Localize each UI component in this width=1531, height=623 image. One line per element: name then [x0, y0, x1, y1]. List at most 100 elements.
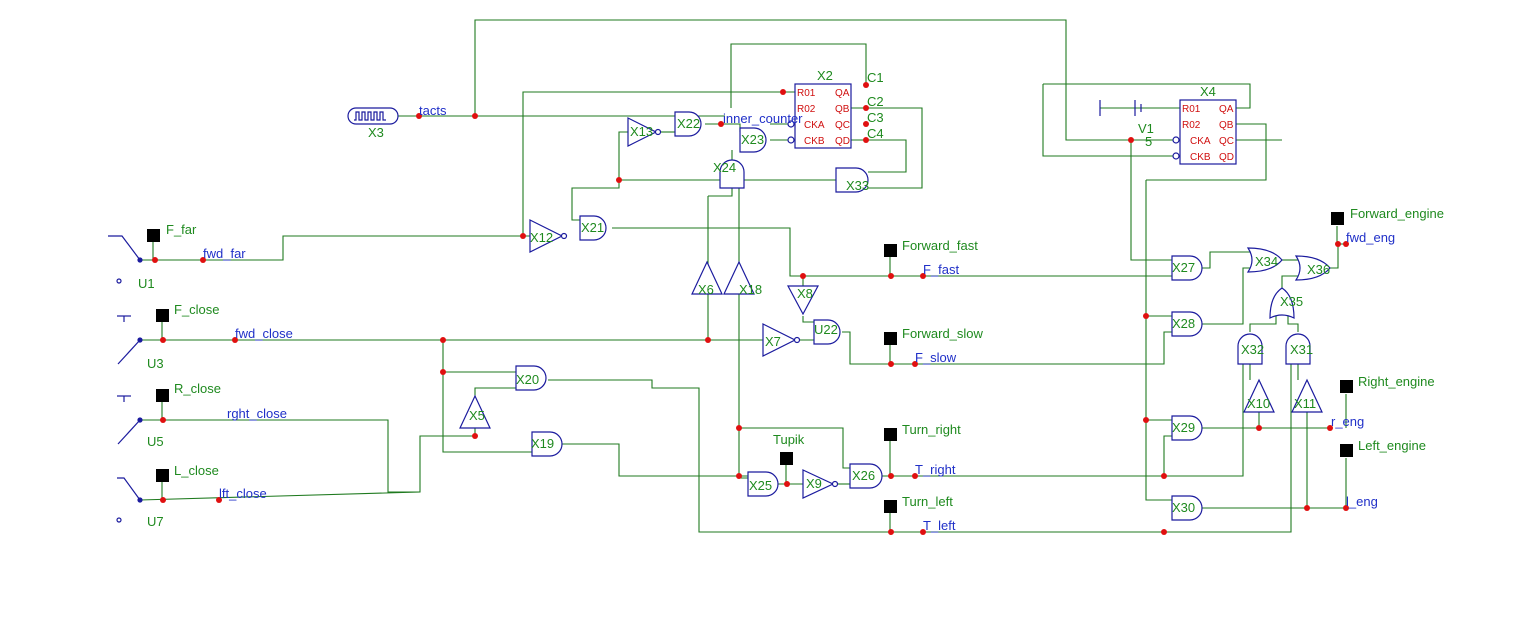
counter-chip-x4: R01 R02 CKA CKB QA QB QC QD	[1172, 99, 1237, 165]
label-x30: X30	[1172, 500, 1195, 515]
net-rght-close: rght_close	[227, 406, 287, 421]
label-forward-slow: Forward_slow	[902, 326, 984, 341]
pin-r02: R02	[797, 104, 816, 115]
pin-qa: QA	[1219, 104, 1234, 115]
label-v1: V1	[1138, 121, 1154, 136]
pin-r01: R01	[797, 88, 816, 99]
gate-x9	[802, 469, 835, 499]
probe-r-close	[156, 389, 169, 402]
label-x29: X29	[1172, 420, 1195, 435]
switch-u3	[117, 315, 141, 365]
pin-cka: CKA	[1190, 136, 1211, 147]
probe-turn-left	[884, 500, 897, 513]
pin-ckb: CKB	[1190, 152, 1211, 163]
label-x36: X36	[1307, 262, 1330, 277]
label-u1: U1	[138, 276, 155, 291]
net-fwd-far: fwd_far	[203, 246, 246, 261]
gate-x33	[835, 167, 869, 193]
switch-u7	[116, 477, 141, 523]
label-x8: X8	[797, 286, 813, 301]
label-x24: X24	[713, 160, 736, 175]
pin-qa: QA	[835, 88, 850, 99]
pin-r02: R02	[1182, 120, 1201, 131]
junctions	[152, 82, 1349, 535]
label-turn-right: Turn_right	[902, 422, 961, 437]
label-x26: X26	[852, 468, 875, 483]
gate-u22	[813, 319, 841, 345]
switch-u1	[108, 235, 141, 284]
pin-qd: QD	[835, 136, 850, 147]
net-fwd-close: fwd_close	[235, 326, 293, 341]
label-right-engine: Right_engine	[1358, 374, 1435, 389]
net-fwd-eng: fwd_eng	[1346, 230, 1395, 245]
label-x11: X11	[1294, 396, 1316, 411]
label-x7: X7	[765, 334, 781, 349]
label-turn-left: Turn_left	[902, 494, 953, 509]
label-x35: X35	[1280, 294, 1303, 309]
net-f-slow: F_slow	[915, 350, 957, 365]
gate-x23	[739, 127, 767, 153]
label-u7: U7	[147, 514, 164, 529]
label-x28: X28	[1172, 316, 1195, 331]
gate-x34	[1246, 247, 1283, 273]
pin-qb: QB	[835, 104, 850, 115]
gate-x31	[1285, 333, 1311, 365]
net-tacts: tacts	[419, 103, 447, 118]
or-gates	[1246, 247, 1331, 319]
label-forward-fast: Forward_fast	[902, 238, 978, 253]
clock-source-x3	[347, 107, 399, 125]
gate-x12	[529, 219, 564, 253]
label-x2: X2	[817, 68, 833, 83]
gate-x25	[747, 471, 779, 497]
net-f-fast: F_fast	[923, 262, 960, 277]
gate-x32	[1237, 333, 1263, 365]
probe-f-close	[156, 309, 169, 322]
probe-f-far	[147, 229, 160, 242]
pin-qc: QC	[835, 120, 850, 131]
probe-left-engine	[1340, 444, 1353, 457]
gate-x18	[723, 260, 755, 295]
probe-l-close	[156, 469, 169, 482]
pin-cka: CKA	[804, 120, 825, 131]
gate-x6	[691, 260, 723, 295]
gate-x26	[849, 463, 883, 489]
battery-v1	[1099, 100, 1142, 116]
gate-x21	[579, 215, 607, 241]
net-t-left: T_left	[923, 518, 956, 533]
probe-forward-fast	[884, 244, 897, 257]
label-left-engine: Left_engine	[1358, 438, 1426, 453]
pin-qc: QC	[1219, 136, 1234, 147]
switches	[108, 235, 143, 523]
label-c1: C1	[867, 70, 884, 85]
label-u3: U3	[147, 356, 164, 371]
pin-qb: QB	[1219, 120, 1234, 131]
gate-x13	[627, 117, 658, 147]
gate-x7	[762, 323, 797, 357]
gate-x24	[719, 159, 745, 189]
label-x5: X5	[469, 408, 485, 423]
label-x4: X4	[1200, 84, 1216, 99]
label-u5: U5	[147, 434, 164, 449]
gate-x8	[786, 285, 820, 316]
gate-x35	[1269, 287, 1295, 319]
label-x32: X32	[1241, 342, 1264, 357]
label-l-close: L_close	[174, 463, 219, 478]
label-c2: C2	[867, 94, 884, 109]
net-lft-close: lft_close	[219, 486, 267, 501]
probe-right-engine	[1340, 380, 1353, 393]
gate-x30	[1171, 495, 1203, 521]
label-x18: X18	[739, 282, 762, 297]
label-x12: X12	[530, 230, 553, 245]
switch-u5	[117, 395, 141, 445]
probe-tupik	[780, 452, 793, 465]
label-x23: X23	[741, 132, 764, 147]
label-x10: X10	[1247, 396, 1270, 411]
and-gates	[515, 111, 1311, 521]
net-inner-counter: inner_counter	[723, 111, 803, 126]
inverters	[459, 117, 1323, 499]
net-r-eng: r_eng	[1331, 414, 1364, 429]
label-x6: X6	[698, 282, 714, 297]
pin-ckb: CKB	[804, 136, 825, 147]
counter-chip-x2: R01 R02 CKA CKB QA QB QC QD	[787, 83, 852, 149]
